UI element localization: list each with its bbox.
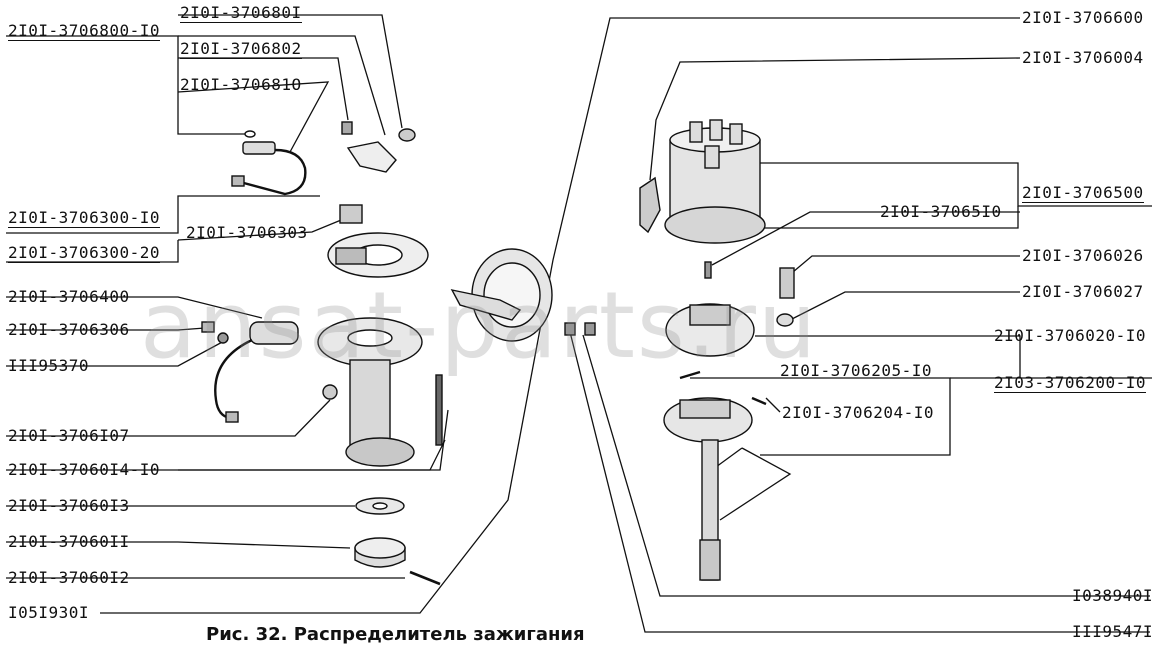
part-label: 2I0I-3706205-I0 [780, 361, 932, 380]
leader-line [178, 409, 449, 471]
bracket-and-wire-set [231, 121, 416, 196]
leader-line [6, 327, 206, 331]
leader-line [582, 334, 1150, 597]
part-label: 2I0I-3706204-I0 [782, 403, 934, 422]
part-label: 2I0I-37060I2 [8, 568, 130, 587]
part-label: 2I0I-3706026 [1022, 246, 1144, 265]
leader-line [6, 195, 320, 234]
part-label: I038940I [1072, 586, 1154, 605]
figure-caption: Рис. 32. Распределитель зажигания [206, 624, 585, 645]
leader-line [755, 335, 1021, 378]
capacitor-assembly [201, 321, 443, 446]
part-label: 2I0I-37065I0 [880, 202, 1002, 221]
part-label: 2I0I-3706303 [186, 223, 308, 242]
part-label: 2I03-3706200-I0 [994, 373, 1146, 393]
vacuum-advance-unit [450, 248, 596, 342]
leader-line [178, 35, 386, 136]
part-label: 2I0I-3706300-I0 [8, 208, 160, 228]
part-label: 2I0I-37060II [8, 532, 130, 551]
part-label: 2I0I-3706I07 [8, 426, 130, 445]
leader-line [711, 211, 1020, 266]
part-label: 2I0I-3706600 [1022, 8, 1144, 27]
leader-line [6, 541, 351, 549]
part-label: 2I0I-3706306 [8, 320, 130, 339]
leader-line [765, 397, 781, 413]
part-label: 2I0I-37060I3 [8, 496, 130, 515]
part-label: 2I0I-3706500 [1022, 183, 1144, 203]
leader-line [177, 81, 330, 153]
leader-line [177, 217, 347, 241]
part-label: 2I0I-3706027 [1022, 282, 1144, 301]
leader-line [789, 291, 1020, 321]
leader-line [6, 296, 263, 319]
leader-line [6, 339, 227, 367]
part-label: 2I0I-3706300-20 [8, 243, 160, 263]
distributor-cap [639, 119, 766, 244]
part-label: 2I0I-3706004 [1022, 48, 1144, 67]
breaker-plate-assembly [327, 204, 429, 278]
leader-line [6, 399, 331, 437]
part-label: 2I0I-370681O [180, 75, 302, 94]
leader-line [755, 206, 1019, 229]
leader-line [755, 162, 1152, 207]
leader-line [792, 255, 1020, 273]
part-label: 2I0I-3706020-I0 [994, 326, 1146, 345]
rotor-and-parts [665, 261, 795, 406]
leader-line [649, 57, 1021, 181]
part-label: III95370 [8, 356, 90, 375]
distributor-housing [317, 317, 441, 586]
leader-line [100, 17, 1020, 614]
part-label: 2I0I-370680I [180, 3, 302, 23]
distributor-shaft-assembly [663, 397, 753, 581]
part-label: 2I0I-3706802 [180, 39, 302, 59]
part-label: 2I0I-3706800-I0 [8, 21, 160, 41]
part-label: I05I930I [8, 603, 90, 622]
part-label: III9547I [1072, 622, 1154, 641]
leader-line [569, 331, 1150, 633]
leader-line [6, 35, 250, 135]
part-label: 2I0I-37060I4-I0 [8, 460, 160, 479]
leader-line [178, 14, 403, 129]
part-label: 2I0I-3706400 [8, 287, 130, 306]
leader-line [719, 447, 792, 521]
